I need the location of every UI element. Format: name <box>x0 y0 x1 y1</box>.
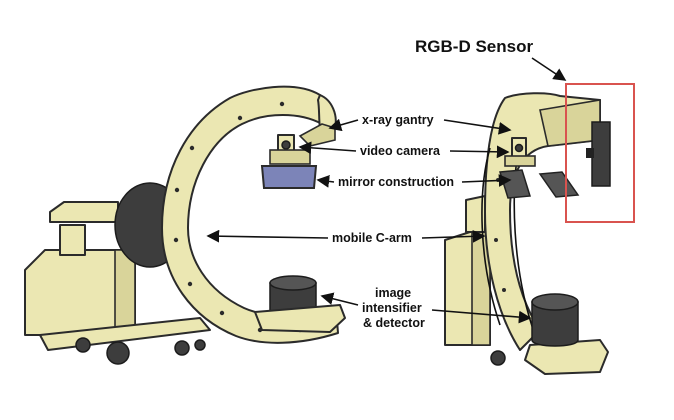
arrow-xray-gantry-left <box>328 118 359 132</box>
label-mirror-construction: mirror construction <box>338 175 454 189</box>
arrow-mirror-construction-left <box>316 175 335 188</box>
arrow-mobile-c-arm-left <box>206 229 329 243</box>
right-base-cabinet <box>444 195 506 366</box>
label-xray-gantry: x-ray gantry <box>362 113 434 127</box>
arrow-image-intensifier-left <box>320 292 359 306</box>
right-c-arm <box>444 92 611 375</box>
arrow-mirror-construction-right <box>461 174 512 187</box>
label-image-intensifier-line1: image <box>375 286 411 300</box>
left-c-arm <box>24 85 346 365</box>
arrow-mobile-c-arm-right <box>421 229 486 243</box>
label-video-camera: video camera <box>360 144 441 158</box>
rgbd-sensor-device <box>586 121 611 187</box>
arrow-video-camera-left <box>298 141 357 155</box>
label-image-intensifier-line3: & detector <box>363 316 425 330</box>
left-base-cart <box>24 201 211 365</box>
right-video-camera <box>504 137 536 167</box>
left-image-intensifier <box>254 275 346 333</box>
right-image-intensifier <box>531 293 579 347</box>
label-image-intensifier-line2: intensifier <box>362 301 422 315</box>
rgbd-sensor-highlight-box <box>565 83 635 223</box>
left-mirror <box>260 165 318 189</box>
rgbd-sensor-title: RGB-D Sensor <box>415 37 533 56</box>
rgbd-sensor-arrow <box>531 57 567 81</box>
right-mirror-right <box>538 171 580 198</box>
arrow-image-intensifier-right <box>431 309 532 324</box>
arrow-xray-gantry-right <box>443 119 512 135</box>
label-mobile-c-arm: mobile C-arm <box>332 231 412 245</box>
arrow-video-camera-right <box>449 145 510 159</box>
